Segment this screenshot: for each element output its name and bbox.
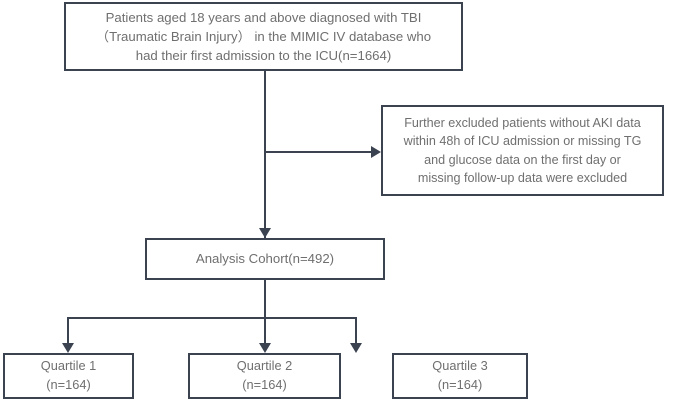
connector-to-quartile1-line [67, 317, 69, 345]
node-quartile-2: Quartile 2 (n=164) [188, 353, 341, 399]
connector-source-to-cohort-line [264, 71, 266, 238]
node-quartile-2-label: Quartile 2 (n=164) [236, 358, 293, 392]
node-exclusion-criteria: Further excluded patients without AKI da… [381, 105, 664, 196]
node-quartile-3-label: Quartile 3 (n=164) [432, 358, 488, 392]
node-exclusion-criteria-label: Further excluded patients without AKI da… [403, 116, 642, 185]
arrowhead-down-to-cohort-icon [259, 228, 271, 238]
connector-source-to-excluded-line [266, 151, 376, 153]
node-quartile-1-label: Quartile 1 (n=164) [40, 358, 97, 392]
node-source-population-label: Patients aged 18 years and above diagnos… [95, 9, 432, 64]
node-quartile-1: Quartile 1 (n=164) [3, 353, 134, 399]
arrowhead-down-to-quartile2-icon [259, 343, 271, 353]
connector-cohort-stem-line [264, 280, 266, 318]
arrowhead-down-to-quartile3-icon [350, 343, 362, 353]
connector-to-quartile3-line [355, 317, 357, 345]
node-source-population: Patients aged 18 years and above diagnos… [64, 2, 463, 71]
node-analysis-cohort-label: Analysis Cohort(n=492) [195, 251, 335, 267]
node-analysis-cohort: Analysis Cohort(n=492) [145, 238, 385, 280]
arrowhead-right-to-excluded-icon [371, 146, 381, 158]
arrowhead-down-to-quartile1-icon [62, 343, 74, 353]
node-quartile-3: Quartile 3 (n=164) [392, 353, 528, 399]
connector-quartile-bus-line [68, 317, 357, 319]
connector-to-quartile2-line [264, 317, 266, 345]
